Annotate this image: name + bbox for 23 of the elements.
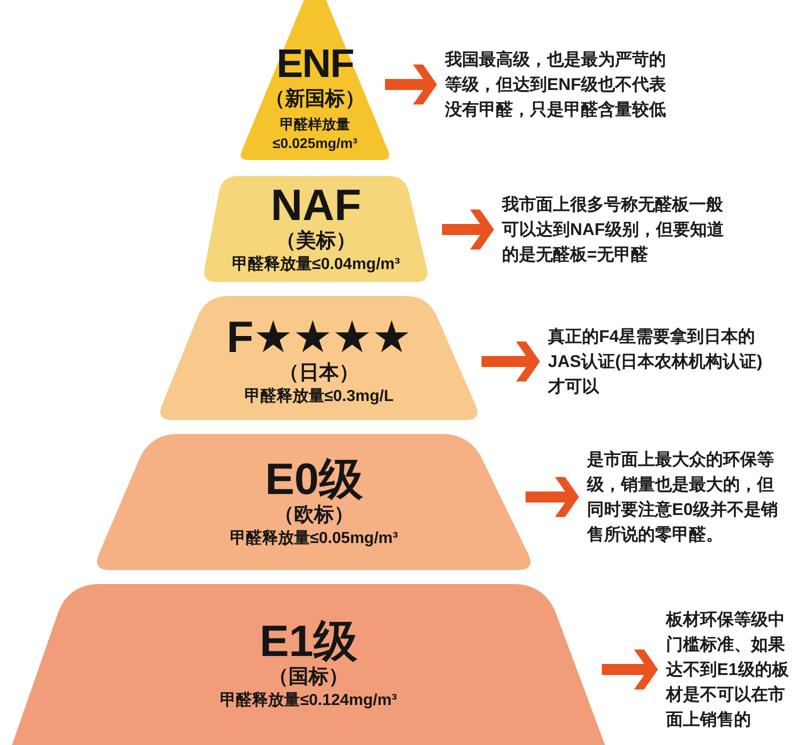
pyramid-tier [202, 176, 430, 282]
description-text: 我市面上很多号称无醛板一般可以达到NAF级别，但要知道的是无醛板=无甲醛 [502, 192, 728, 267]
description-text: 是市面上最大众的环保等级，销量也是最大的，但同时要注意E0级并不是销售所说的零甲醛。 [587, 447, 783, 547]
grade-title: ENF [276, 42, 354, 86]
description-text: 真正的F4星需要拿到日本的JAS认证(日本农林机构认证)才可以 [548, 324, 766, 399]
description-text: 我国最高级，也是最为严苛的等级，但达到ENF级也不代表没有甲醛，只是甲醛含量较低 [445, 47, 671, 122]
standard-label: （日本） [279, 361, 359, 386]
emission-limit: 甲醛释放量≤0.05mg/m³ [230, 528, 398, 549]
standard-label: （国标） [268, 665, 348, 690]
grade-title: E1级 [260, 620, 358, 664]
pyramid-tier [238, 0, 392, 160]
description-text: 板材环保等级中门槛标准、如果达不到E1级的板材是不可以在市面上销售的 [666, 607, 794, 732]
grade-title: NAF [270, 184, 362, 228]
standard-label: （欧标） [274, 503, 354, 528]
emission-limit: 甲醛释放量≤0.124mg/m³ [220, 690, 397, 711]
standard-label: （美标） [276, 228, 356, 254]
grade-title: F★★★★ [226, 316, 412, 360]
emission-limit: 甲醛释放量≤0.3mg/L [244, 386, 394, 407]
grade-title: E0级 [265, 458, 363, 502]
standard-label: （新国标） [265, 86, 365, 112]
pyramid-tier [12, 584, 605, 745]
emission-limit: 甲醛释放量≤0.04mg/m³ [232, 254, 400, 275]
emission-limit: 甲醛样放量≤0.025mg/m³ [272, 115, 358, 153]
